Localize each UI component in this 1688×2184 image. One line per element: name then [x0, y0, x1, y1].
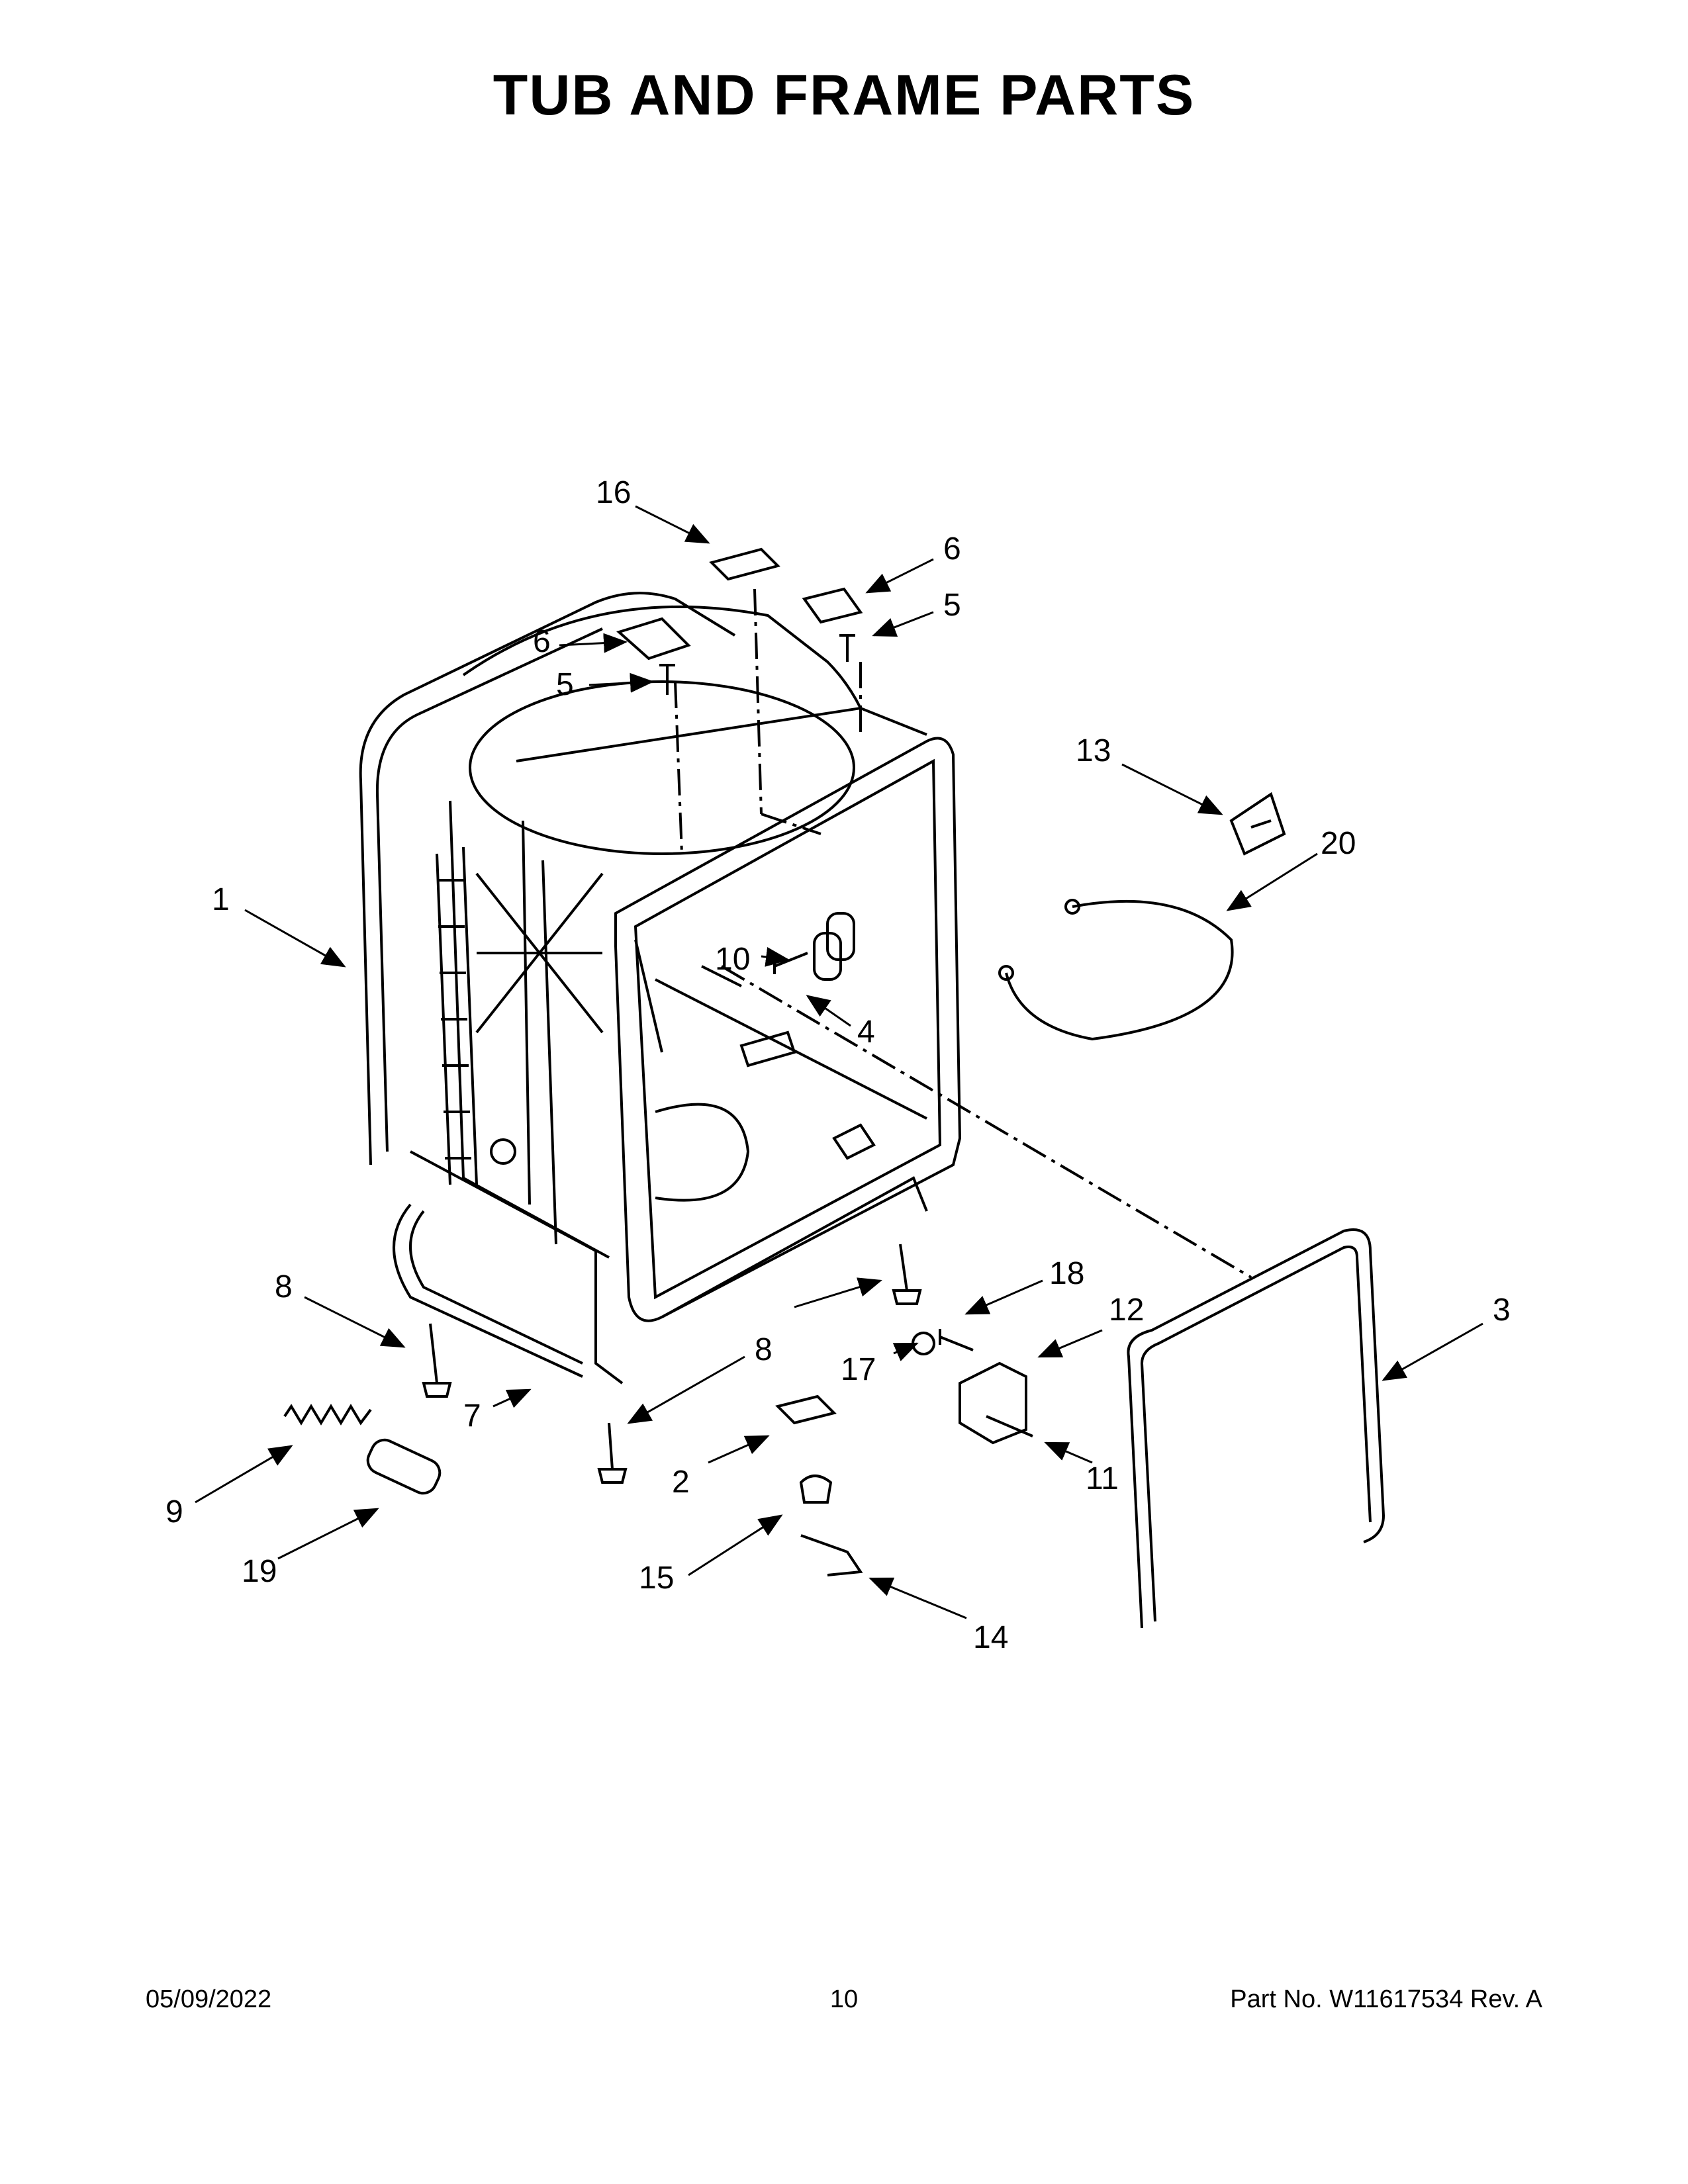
callout-20: 20	[1321, 826, 1356, 861]
callout-5-left: 5	[556, 667, 574, 702]
part-4-strip	[701, 965, 742, 987]
callout-4: 4	[857, 1015, 875, 1050]
part-12-bracket	[959, 1361, 1027, 1445]
part-18-screw	[939, 1329, 974, 1351]
part-8-leg-center	[892, 1244, 922, 1305]
callout-15: 15	[639, 1561, 674, 1596]
part-5-screw-left	[659, 664, 675, 695]
footer-page-number: 10	[829, 1985, 859, 2013]
part-3-door-gasket	[1127, 1228, 1385, 1629]
callout-18: 18	[1049, 1256, 1084, 1291]
callout-5-top-right: 5	[943, 588, 961, 623]
callout-13: 13	[1076, 733, 1111, 768]
callout-19: 19	[242, 1554, 277, 1589]
callout-9: 9	[165, 1494, 183, 1529]
callout-6-left: 6	[533, 624, 551, 659]
callout-11: 11	[1086, 1461, 1119, 1496]
part-15-sensor	[799, 1475, 833, 1504]
callout-7: 7	[463, 1398, 481, 1433]
callout-10: 10	[715, 942, 750, 977]
part-8-leg-left	[422, 1323, 452, 1398]
part-19-pad	[366, 1438, 442, 1495]
part-10-screw	[773, 952, 808, 974]
part-11-screw	[986, 1415, 1033, 1437]
loose-parts	[283, 547, 1385, 1629]
leader-lines	[195, 505, 1483, 1619]
callout-labels: 16 6 5 6 5 13 20 1 10 4 8 18 12 3 17 7 8…	[165, 475, 1511, 1655]
footer-date: 05/09/2022	[146, 1985, 272, 2013]
part-14-bracket	[800, 1534, 863, 1576]
part-5-screw-right	[839, 634, 855, 662]
part-13-bracket	[1229, 792, 1286, 856]
callout-12: 12	[1109, 1293, 1144, 1328]
callout-1: 1	[212, 882, 230, 917]
callout-16: 16	[596, 475, 631, 510]
footer-part-number: Part No. W11617534 Rev. A	[1230, 1985, 1542, 2013]
part-2-clip	[775, 1394, 837, 1425]
callout-8-center: 8	[755, 1332, 773, 1367]
part-9-spring	[283, 1404, 372, 1426]
callout-6-top-right: 6	[943, 531, 961, 567]
alignment-lines	[674, 588, 1252, 1279]
callout-8-left: 8	[275, 1269, 293, 1304]
part-8-leg-bottom	[597, 1422, 628, 1484]
part-6-bracket-left	[616, 617, 691, 660]
callout-14: 14	[973, 1620, 1008, 1655]
part-6-bracket-right	[802, 587, 863, 624]
tub-assembly	[359, 592, 962, 1385]
part-20-wire-harness	[1005, 899, 1234, 1041]
callout-3: 3	[1493, 1293, 1511, 1328]
callout-2: 2	[672, 1465, 690, 1500]
part-16-clip	[709, 547, 780, 581]
callout-17: 17	[841, 1352, 876, 1387]
page-title: TUB AND FRAME PARTS	[492, 64, 1196, 127]
